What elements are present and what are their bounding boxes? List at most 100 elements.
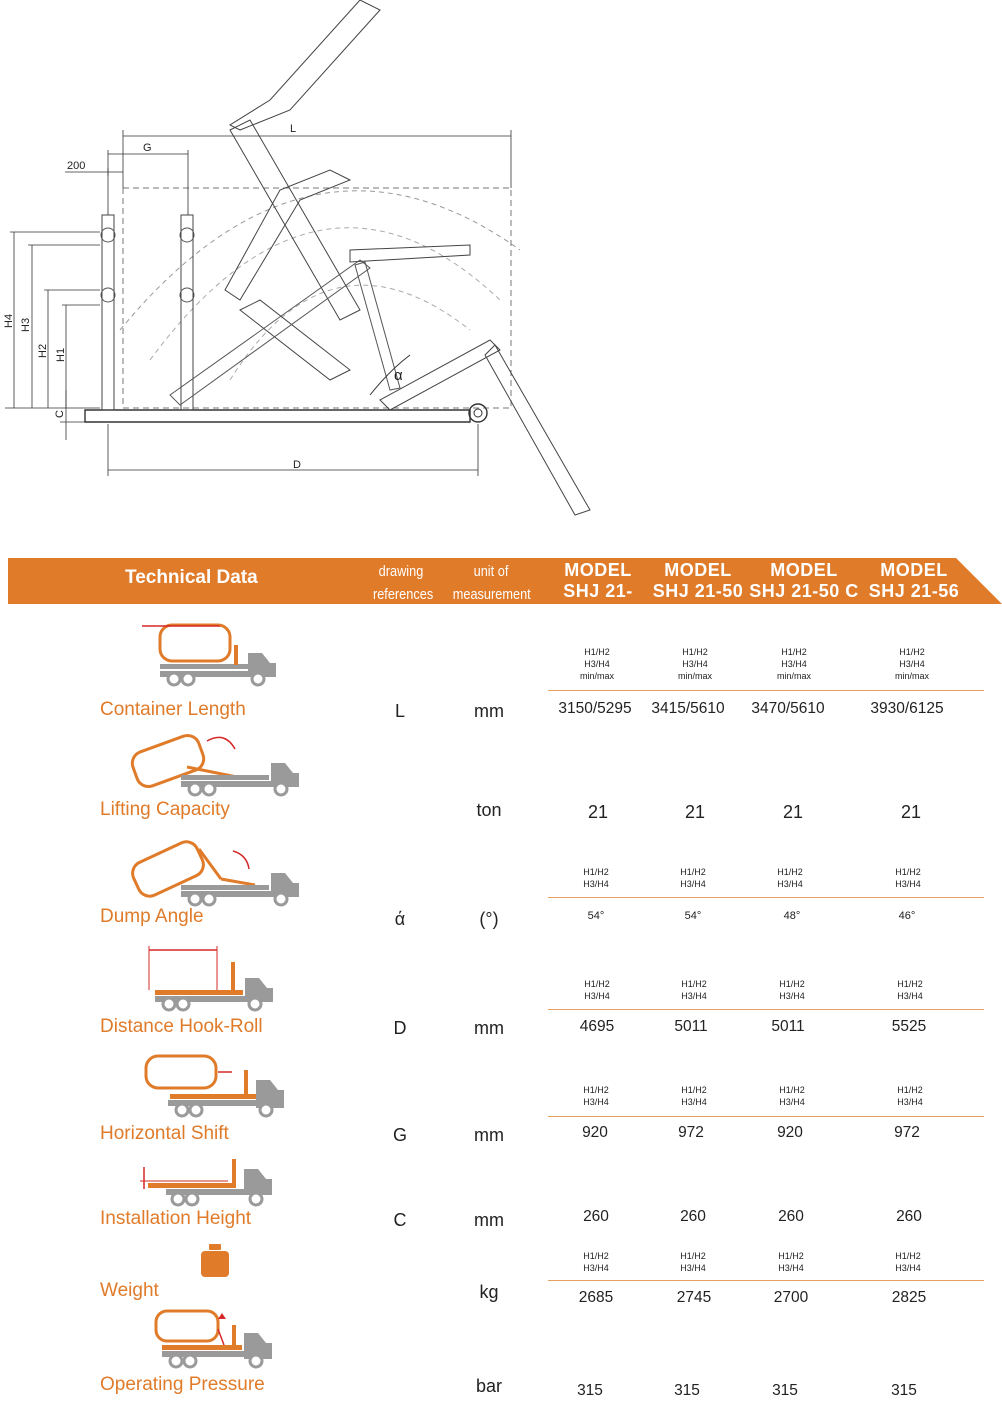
operating-pressure-unit: bar (475, 1376, 502, 1396)
header-unit-of-measurement: unit of measurement (452, 560, 531, 606)
header-model-2: MODEL SHJ 21-50 (650, 560, 746, 602)
horizontal-shift-value-2: 972 (678, 1124, 704, 1141)
distance-hook-roll-icon (148, 946, 273, 1012)
horizontal-shift-unit: mm (474, 1125, 504, 1145)
container-length-value-2: 3415/5610 (651, 700, 725, 717)
installation-height-value-4: 260 (896, 1208, 922, 1225)
horizontal-shift-ref: G (392, 1125, 407, 1145)
installation-height-ref: C (393, 1210, 407, 1230)
container-length-ref: L (394, 701, 405, 721)
technical-drawing: L G 200 D H4 H3 H2 H1 C α (0, 0, 1002, 540)
horizontal-shift-label: Horizontal Shift (100, 1123, 229, 1144)
lifting-capacity-value-3: 21 (782, 802, 804, 822)
operating-pressure-value-2: 315 (674, 1382, 700, 1399)
container-length-label: Container Length (100, 699, 246, 720)
lifting-capacity-value-4: 21 (900, 802, 922, 822)
header-unit-line2: measurement (452, 586, 531, 603)
dump-angle-value-1: 54° (587, 910, 605, 922)
technical-data-header: Technical Data drawing references unit o… (8, 558, 1002, 622)
weight-label: Weight (100, 1280, 159, 1301)
dim-C-label: C (54, 410, 66, 418)
distance-hook-roll-value-3: 5011 (771, 1018, 805, 1035)
dump-angle-unit: (°) (479, 909, 499, 929)
horizontal-shift-value-3: 920 (777, 1124, 803, 1141)
installation-height-label: Installation Height (100, 1208, 252, 1229)
lifting-capacity-icon (130, 733, 299, 797)
header-ref-line1: drawing (378, 563, 424, 580)
distance-hook-roll-value-1: 4695 (579, 1018, 615, 1035)
container-length-divider (548, 690, 984, 691)
container-length-value-3: 3470/5610 (751, 700, 825, 717)
hook-lift-drawing: L G 200 D H4 H3 H2 H1 C α (3, 0, 591, 516)
dim-L-label: L (290, 123, 296, 135)
header-model-1: MODEL SHJ 21-47 (554, 560, 642, 623)
dump-angle-label: α (394, 367, 403, 384)
container-length-value-4: 3930/6125 (870, 700, 944, 717)
dim-G-label: G (143, 142, 152, 154)
weight-value-3: 2700 (773, 1289, 809, 1306)
header-unit-line1: unit of (473, 563, 509, 580)
operating-pressure-value-4: 315 (891, 1382, 917, 1399)
distance-hook-roll-ref: D (393, 1018, 407, 1038)
weight-unit: kg (479, 1282, 499, 1302)
horizontal-shift-value-1: 920 (582, 1124, 608, 1141)
weight-value-1: 2685 (578, 1289, 614, 1306)
model-2-line2: SHJ 21-50 (652, 581, 744, 601)
header-model-3: MODEL SHJ 21-50 C (746, 560, 862, 602)
weight-divider (548, 1280, 984, 1281)
header-title: Technical Data (125, 567, 258, 588)
dump-angle-value-2: 54° (684, 910, 702, 922)
lifting-capacity-value-1: 21 (587, 802, 609, 822)
dump-angle-value-4: 46° (898, 910, 916, 922)
model-4-line2: SHJ 21-56 (868, 581, 960, 601)
model-1-line1: MODEL (564, 560, 632, 580)
dump-angle-label: Dump Angle (100, 906, 204, 927)
installation-height-unit: mm (474, 1210, 504, 1230)
container-length-icon (142, 623, 276, 687)
installation-height-value-1: 260 (583, 1208, 609, 1225)
dim-H1-label: H1 (55, 348, 67, 362)
distance-hook-roll-divider (548, 1009, 984, 1010)
horizontal-shift-divider (548, 1116, 984, 1117)
header-background (8, 558, 1002, 604)
distance-hook-roll-label: Distance Hook-Roll (100, 1016, 263, 1037)
header-drawing-references: drawing references (372, 560, 434, 606)
installation-height-value-3: 260 (778, 1208, 804, 1225)
dump-angle-ref: ά (394, 909, 406, 929)
installation-height-icon (140, 1159, 272, 1207)
model-2-line1: MODEL (664, 560, 732, 580)
operating-pressure-value-1: 315 (577, 1382, 603, 1399)
dim-H3-label: H3 (20, 318, 32, 332)
container-length-value-1: 3150/5295 (558, 700, 632, 717)
operating-pressure-value-3: 315 (772, 1382, 798, 1399)
header-ref-line2: references (372, 586, 434, 603)
weight-value-2: 2745 (676, 1289, 712, 1306)
dump-angle-value-3: 48° (783, 910, 801, 922)
distance-hook-roll-unit: mm (474, 1018, 504, 1038)
lifting-capacity-label: Lifting Capacity (100, 799, 230, 820)
dim-200-label: 200 (67, 160, 85, 172)
lifting-capacity-unit: ton (476, 800, 502, 820)
installation-height-value-2: 260 (680, 1208, 706, 1225)
dim-H2-label: H2 (37, 344, 49, 358)
horizontal-shift-value-4: 972 (894, 1124, 920, 1141)
model-3-line1: MODEL (770, 560, 838, 580)
